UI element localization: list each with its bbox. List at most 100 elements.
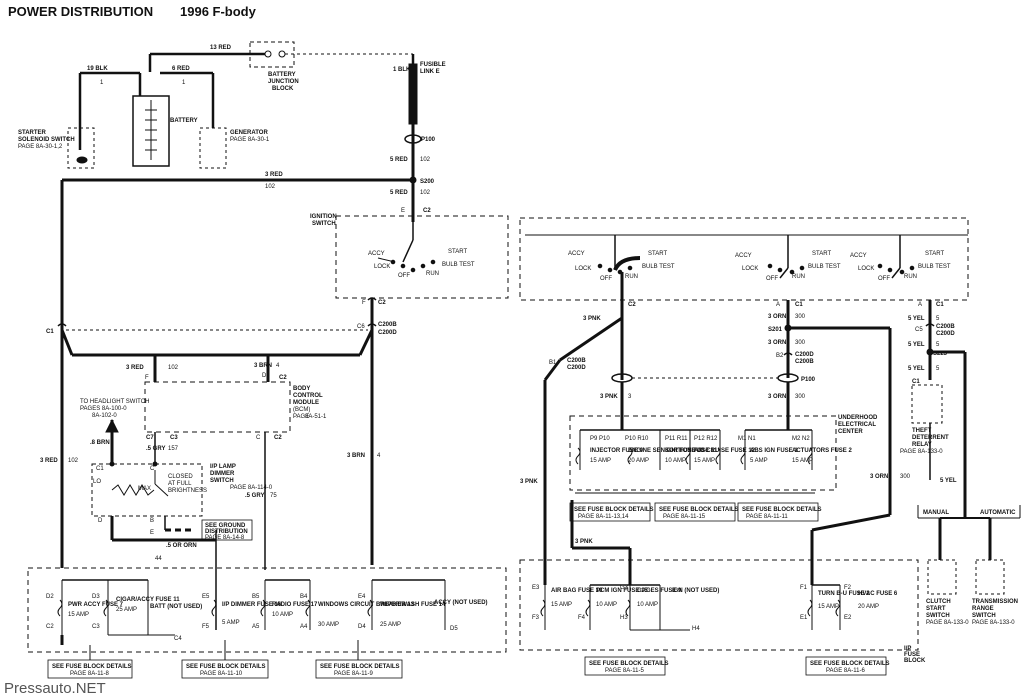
underhood-3: CENTER	[838, 429, 863, 435]
pin-c7: C7	[146, 435, 154, 441]
pin-a-r3: A	[918, 302, 922, 308]
pin-c2-bcm: C2	[279, 375, 287, 381]
pin-c2-r: C2	[628, 302, 636, 308]
uh-fuse-11-name: IGNITION FUSE 11	[665, 448, 718, 454]
wire-13red: 13 RED	[210, 45, 232, 51]
fuse-block-left	[27, 567, 507, 679]
ign-r1-off: OFF	[600, 276, 612, 282]
clutch-2: START	[926, 606, 946, 612]
wire-3pnk-r2: 3 PNK	[600, 394, 618, 400]
pin-c2-bcm-b: C2	[274, 435, 282, 441]
theft-1: THEFT	[912, 428, 932, 434]
bl-fuse-14-name: WIPER/WASH FUSE 14	[380, 602, 446, 608]
br-fuse-2-name: TURN B-U FUSE 2	[818, 591, 870, 597]
ign-r2-bulb: BULB TEST	[808, 264, 841, 270]
diagram-title: POWER DISTRIBUTION	[8, 4, 153, 19]
uh-fuse-1-name: ABS IGN FUSE 1	[750, 448, 798, 454]
dimmer-c1: C1	[96, 466, 104, 472]
bl-see3-b: PAGE 8A-11-9	[334, 671, 373, 677]
bl-pin-a5: A5	[252, 624, 260, 630]
wire-102-c: 102	[420, 190, 431, 196]
bl-fuse-7-name: PWR ACCY FUSE 7	[68, 602, 124, 608]
br-pin-e1: E1	[800, 615, 808, 621]
uh-fuse-1-amp: 5 AMP	[750, 458, 768, 464]
pin-c1-l: C1	[46, 329, 54, 335]
uh-fuse-10-amp: 20 AMP	[628, 458, 649, 464]
pin-e: E	[401, 208, 405, 214]
c200b-r3: C200B	[936, 324, 955, 330]
bl-pin-c4: C4	[174, 636, 182, 642]
s223-label: S223	[933, 351, 948, 357]
bl-fuse-17-name: RADIO FUSE 17	[272, 602, 318, 608]
pin-c6: C6	[357, 324, 365, 330]
bl-cb-13-name: WINDOWS CIRCUIT BREAKER 13	[318, 602, 415, 608]
closed-2: AT FULL	[168, 481, 192, 487]
label-1b: 1	[182, 80, 186, 86]
c200d-r: C200D	[567, 365, 586, 371]
ign-r2-accy: ACCY	[735, 253, 752, 259]
pin-c-bcm: C	[256, 435, 261, 441]
br-fuse-10-amp: 15 AMP	[551, 602, 572, 608]
uh-fuse-2-name: ACTUATORS FUSE 2	[792, 448, 852, 454]
bl-pin-c3: C3	[92, 624, 100, 630]
p100-label: P100	[421, 137, 436, 143]
bl-fuse-17-amp: 10 AMP	[272, 612, 293, 618]
clutch-4: PAGE 8A-133-0	[926, 620, 969, 626]
uh-fuse-2-amp: 15 AMP	[792, 458, 813, 464]
ground-2: DISTRIBUTION	[205, 529, 248, 535]
br-see2-b: PAGE 8A-11-6	[826, 668, 865, 674]
wire-5gry: .5 GRY	[146, 446, 165, 452]
theft-4: PAGE 8A-133-0	[900, 449, 943, 455]
uh-fuse-12-amp: 15 AMP	[694, 458, 715, 464]
ign-r3-bulb: BULB TEST	[918, 264, 951, 270]
bcm-4: (BCM)	[293, 407, 310, 413]
junction-label-1: BATTERY	[268, 72, 296, 78]
ground-3: PAGE 8A-14-8	[205, 535, 245, 541]
battery-label: BATTERY	[170, 118, 198, 124]
trans-1: TRANSMISSION	[972, 599, 1018, 605]
ip-fuse-2: FUSE	[904, 652, 920, 658]
wire-5yel-c: 5 YEL	[908, 366, 925, 372]
theft-3: RELAY	[912, 442, 932, 448]
wire-1blk: 1 BLK	[393, 67, 411, 73]
wire-3red-l2: 3 RED	[40, 458, 58, 464]
br-fuse-15-name: PCM IGN FUSE 15	[596, 588, 648, 594]
pin-c5: C5	[915, 327, 923, 333]
pin-b2: B2	[776, 353, 784, 359]
starter-label-2: SOLENOID SWITCH	[18, 137, 75, 143]
uh-see1-a: SEE FUSE BLOCK DETAILS	[574, 507, 654, 513]
br-pin-e3: E3	[532, 585, 540, 591]
c200b-r: C200B	[567, 358, 586, 364]
br-fuse-2-amp: 15 AMP	[818, 604, 839, 610]
ign-r1-run: RUN	[625, 274, 638, 280]
wire-5red: 5 RED	[390, 157, 408, 163]
trans-2: RANGE	[972, 606, 994, 612]
underhood-fuse-center	[569, 415, 837, 522]
wire-300-d: 300	[900, 474, 911, 480]
br-see1-b: PAGE 8A-11-5	[605, 668, 644, 674]
br-pin-g3: G3	[620, 585, 629, 591]
ign-r3-off: OFF	[878, 276, 890, 282]
bl-pin-f5: F5	[202, 624, 210, 630]
watermark: Pressauto.NET	[4, 680, 106, 697]
pin-c1-r3: C1	[936, 302, 944, 308]
ign-switch-label-1: IGNITION	[310, 214, 337, 220]
bl-fuse-16-amp: 5 AMP	[222, 620, 240, 626]
c200b-r2: C200B	[795, 359, 814, 365]
bl-fuse-7-amp: 15 AMP	[68, 612, 89, 618]
bcm-6: 8A-51-1	[305, 414, 327, 420]
uh-see2-b: PAGE 8A-11-15	[663, 514, 706, 520]
ign-r2-off: OFF	[766, 276, 778, 282]
bl-pin-a4: A4	[300, 624, 308, 630]
wire-19blk: 19 BLK	[87, 66, 108, 72]
bcm-3: MODULE	[293, 400, 319, 406]
br-pin-e2: E2	[844, 615, 852, 621]
closed-3: BRIGHTNESS	[168, 488, 207, 494]
automatic-label: AUTOMATIC	[980, 510, 1016, 516]
wire-5yel-d: 5 YEL	[940, 478, 957, 484]
ign-l-start: START	[448, 249, 467, 255]
wire-5-c: 5	[936, 366, 940, 372]
bcm-5: PAGE	[293, 414, 309, 420]
ign-switch-label-2: SWITCH	[312, 221, 336, 227]
pin-c1-r2: C1	[795, 302, 803, 308]
